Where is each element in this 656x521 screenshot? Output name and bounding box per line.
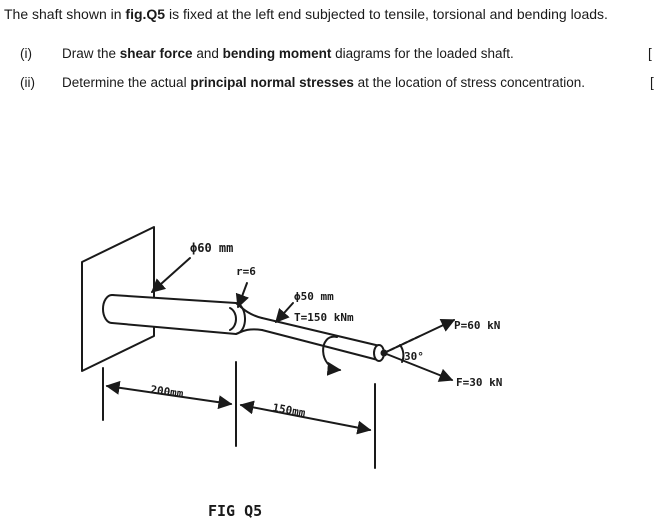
- small-length-label: 150mm: [271, 401, 306, 420]
- fillet-radius-label: r=6: [236, 265, 256, 278]
- marks-bracket: [: [648, 46, 652, 61]
- axial-load-label: P=60 kN: [454, 319, 500, 332]
- dimension-line-large: [105, 380, 233, 410]
- leader-small-diameter: [275, 302, 294, 324]
- part-number: (i): [20, 46, 32, 61]
- part-text-segment: Draw the: [62, 46, 120, 61]
- transverse-load-arrow: [383, 352, 454, 382]
- fixed-wall: [81, 226, 155, 372]
- part-number: (ii): [20, 75, 35, 90]
- part-text-segment: diagrams for the loaded shaft.: [331, 46, 514, 61]
- transverse-load-label: F=30 kN: [456, 376, 502, 389]
- part-keyword: principal normal stresses: [190, 75, 354, 90]
- part-text: Determine the actual principal normal st…: [62, 75, 585, 90]
- intro-text-before: The shaft shown in: [4, 6, 126, 22]
- angle-arc: [399, 344, 405, 363]
- intro-text-after: is fixed at the left end subjected to te…: [165, 6, 608, 22]
- leader-large-diameter: [150, 257, 191, 293]
- part-text-segment: Determine the actual: [62, 75, 191, 90]
- dimension-line-small: [239, 400, 372, 435]
- problem-statement: The shaft shown in fig.Q5 is fixed at th…: [4, 6, 608, 22]
- leader-fillet: [235, 282, 249, 309]
- torque-label: T=150 kNm: [294, 311, 354, 324]
- figure-caption: FIG Q5: [208, 502, 262, 520]
- figure-reference: fig.Q5: [125, 6, 166, 22]
- part-keyword: bending moment: [222, 46, 332, 61]
- part-text-segment: at the location of stress concentration.: [353, 75, 586, 90]
- part-keyword: shear force: [119, 46, 193, 61]
- part-text: Draw the shear force and bending moment …: [62, 46, 514, 61]
- small-diameter-label: ϕ50 mm: [294, 290, 334, 303]
- large-length-label: 200mm: [150, 383, 185, 401]
- part-text-segment: and: [192, 46, 223, 61]
- axial-load-arrow: [383, 319, 456, 354]
- marks-bracket: [: [650, 75, 654, 90]
- large-shaft-section: [102, 294, 246, 335]
- torque-arrow: [322, 335, 342, 376]
- angle-label: 30°: [404, 350, 424, 363]
- large-diameter-label: ϕ60 mm: [190, 241, 233, 255]
